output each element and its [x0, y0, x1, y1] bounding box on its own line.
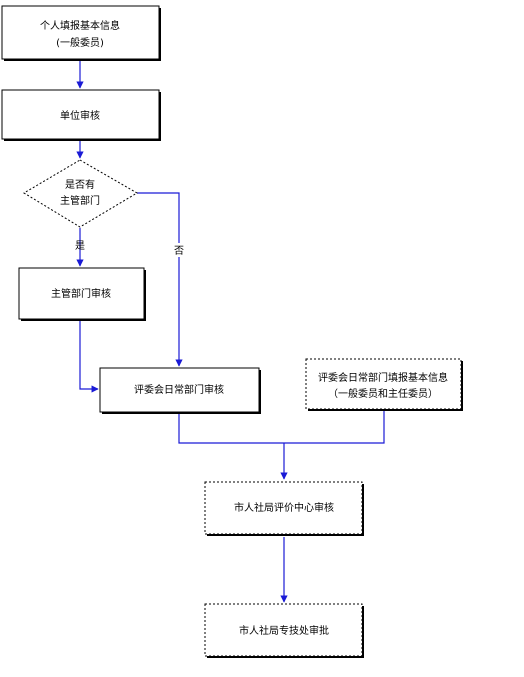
edge-decision-no [137, 192, 183, 367]
edge-labels: 是 否 [75, 240, 186, 257]
no-label: 否 [174, 245, 184, 257]
node-center-review: 市人社局评价中心审核 [204, 481, 364, 536]
final-approval-label: 市人社局专技处审批 [239, 624, 329, 637]
edge-committee-merge [178, 410, 385, 444]
edge-dept-to-committee [79, 319, 99, 393]
committee-info-line1: 评委会日常部门填报基本信息 [318, 371, 448, 384]
node-decision: 是否有 主管部门 [23, 159, 138, 228]
decision-line1: 是否有 [65, 178, 95, 191]
committee-review-label: 评委会日常部门审核 [134, 383, 224, 396]
personal-info-line2: (一般委员) [56, 36, 104, 49]
node-committee-review: 评委会日常部门审核 [99, 367, 261, 414]
yes-label: 是 [75, 240, 85, 252]
node-unit-review: 单位审核 [1, 89, 161, 141]
committee-info-line2: （一般委员和主任委员） [328, 387, 438, 400]
unit-review-label: 单位审核 [60, 109, 100, 122]
node-dept-review: 主管部门审核 [18, 267, 146, 321]
decision-line2: 主管部门 [60, 194, 100, 207]
node-committee-info: 评委会日常部门填报基本信息 （一般委员和主任委员） [305, 358, 463, 411]
center-review-label: 市人社局评价中心审核 [234, 501, 334, 514]
dept-review-label: 主管部门审核 [51, 287, 111, 300]
connectors [76, 60, 385, 603]
personal-info-line1: 个人填报基本信息 [40, 19, 120, 32]
node-final-approval: 市人社局专技处审批 [204, 603, 364, 658]
node-personal-info: 个人填报基本信息 (一般委员) [1, 5, 161, 61]
